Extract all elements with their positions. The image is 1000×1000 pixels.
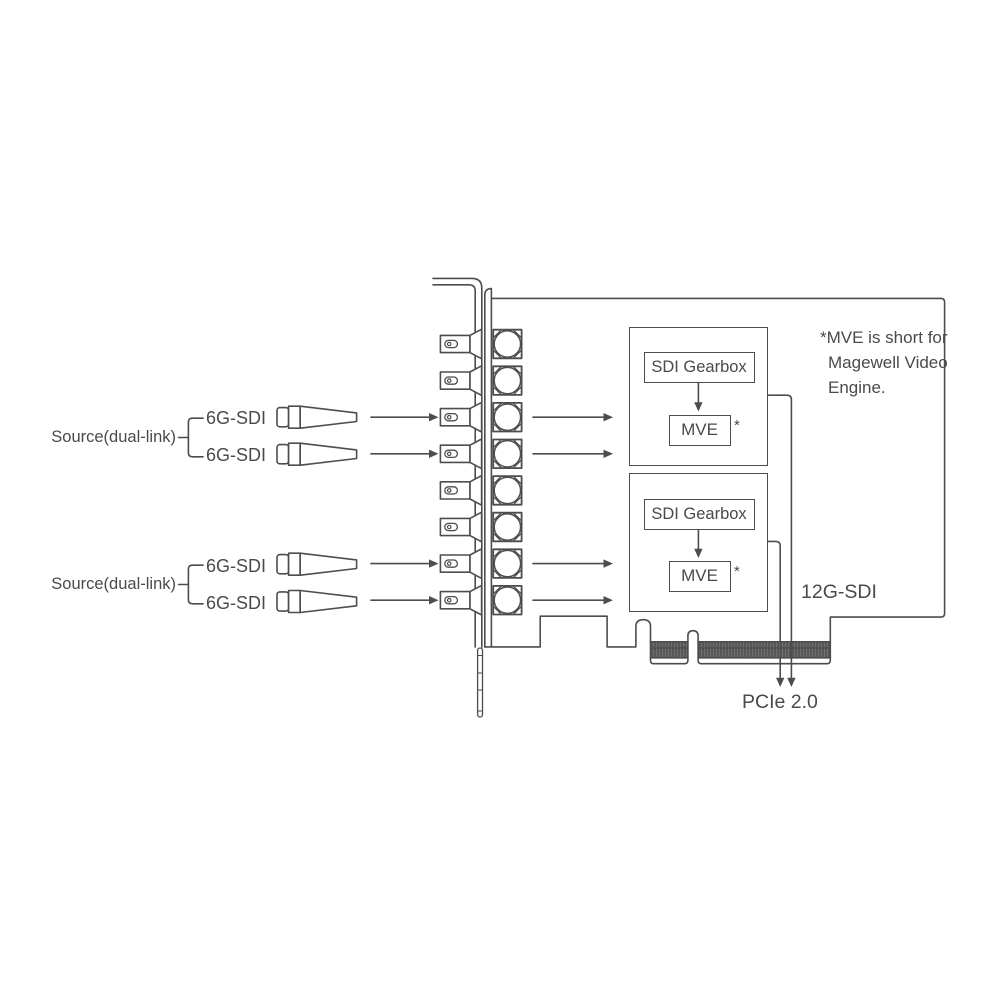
signal-arrow [532, 595, 614, 606]
signal-arrow [370, 448, 440, 459]
sdi-cable-plug [276, 405, 358, 430]
pcie-bus-lines [767, 394, 797, 688]
bnc-connector [439, 328, 523, 360]
source-bracket [177, 564, 204, 605]
sdi-gearbox-box-1: SDI Gearbox [643, 352, 755, 383]
sdi-cable-plug [276, 552, 358, 577]
footnote-line-1: *MVE is short for [820, 328, 948, 347]
pci-bracket [432, 277, 493, 718]
sdi-gearbox-box-2: SDI Gearbox [643, 499, 755, 530]
bnc-connector [439, 547, 523, 580]
mve-box-1: MVE [668, 415, 731, 446]
signal-arrow [532, 448, 614, 459]
footnote-marker-2: * [734, 563, 740, 580]
signal-arrow [370, 595, 440, 606]
output-signal-label: 12G-SDI [801, 581, 877, 603]
bnc-connector [439, 438, 523, 470]
link-label-3: 6G-SDI [206, 556, 267, 576]
footnote-marker-1: * [734, 417, 740, 434]
signal-arrow [370, 412, 440, 423]
pcb-outline [484, 297, 946, 648]
input-arrows [370, 412, 440, 606]
footnote-line-3: Engine. [828, 378, 886, 397]
cable-plug-group [276, 405, 358, 614]
link-label-1: 6G-SDI [206, 408, 267, 428]
signal-arrow [532, 558, 614, 569]
bnc-connector [439, 511, 523, 543]
signal-arrow [532, 412, 614, 423]
processing-block-2: SDI Gearbox MVE * [629, 473, 768, 612]
gearbox-to-mve-arrows [693, 381, 704, 559]
link-label-4: 6G-SDI [206, 593, 267, 613]
bracket-tab [476, 647, 484, 718]
source-bracket [177, 417, 204, 458]
source-label-1: Source(dual-link) [51, 428, 176, 446]
sdi-cable-plug [276, 442, 358, 467]
bnc-connector [439, 364, 523, 397]
bus-label: PCIe 2.0 [742, 691, 818, 713]
processing-block-1: SDI Gearbox MVE * [629, 327, 768, 466]
footnote-line-2: Magewell Video [828, 353, 948, 372]
pcie-key-notch [687, 629, 699, 643]
sdi-cable-plug [276, 589, 358, 614]
source-label-2: Source(dual-link) [51, 575, 176, 593]
bnc-connector [439, 474, 523, 507]
link-label-2: 6G-SDI [206, 445, 267, 465]
mve-box-2: MVE [668, 561, 731, 592]
signal-arrow [370, 558, 440, 569]
bnc-connector [439, 584, 523, 616]
board-arrows [532, 412, 614, 606]
bnc-connector [439, 401, 523, 433]
pcie-edge-fingers [649, 641, 832, 665]
